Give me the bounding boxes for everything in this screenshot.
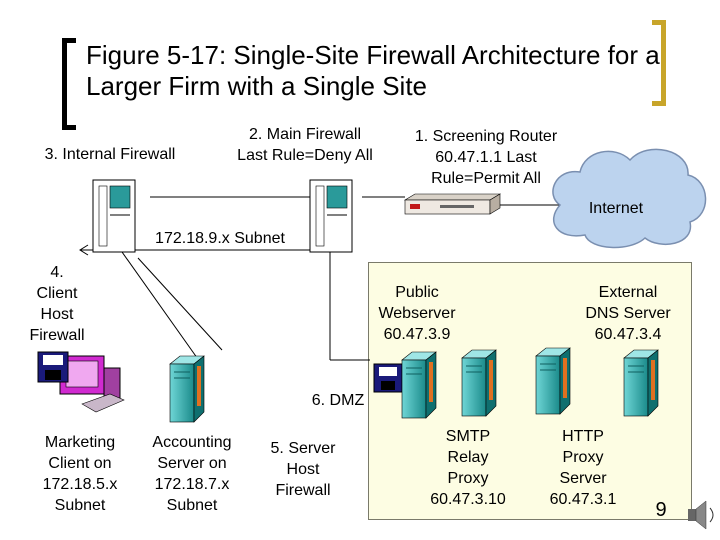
page-number: 9 bbox=[655, 499, 667, 521]
client-host-firewall-label: 4. Client Host Firewall bbox=[29, 264, 85, 344]
title-bracket-left bbox=[62, 38, 76, 130]
server-icon bbox=[535, 347, 571, 415]
main-firewall-label: 2. Main Firewall Last Rule=Deny All bbox=[237, 126, 373, 164]
floppy-disk-icon bbox=[373, 363, 403, 393]
internal-firewall-tower-icon bbox=[92, 179, 136, 253]
dmz-label: 6. DMZ bbox=[311, 392, 365, 409]
accounting-server-label: Accounting Server on 172.18.7.x Subnet bbox=[152, 434, 232, 514]
server-icon bbox=[461, 349, 497, 417]
screening-router-label: 1. Screening Router 60.47.1.1 Last Rule=… bbox=[414, 128, 558, 187]
server-icon bbox=[401, 351, 437, 419]
slide-title: Figure 5-17: Single-Site Firewall Archit… bbox=[86, 40, 660, 101]
public-webserver-label: Public Webserver 60.47.3.9 bbox=[378, 284, 456, 343]
http-proxy-label: HTTP Proxy Server 60.47.3.1 bbox=[549, 428, 617, 508]
workstation-icon bbox=[59, 355, 125, 413]
speaker-icon bbox=[688, 500, 714, 530]
floppy-disk-icon bbox=[37, 351, 69, 383]
internal-firewall-label: 3. Internal Firewall bbox=[44, 146, 176, 163]
main-firewall-tower-icon bbox=[309, 179, 353, 253]
internet-label: Internet bbox=[588, 200, 644, 217]
marketing-client-label: Marketing Client on 172.18.5.x Subnet bbox=[42, 434, 118, 514]
subnet-label: 172.18.9.x Subnet bbox=[155, 230, 285, 247]
server-icon bbox=[169, 355, 205, 423]
router-icon bbox=[403, 193, 502, 215]
server-icon bbox=[623, 349, 659, 417]
smtp-relay-label: SMTP Relay Proxy 60.47.3.10 bbox=[430, 428, 506, 508]
title-bracket-right bbox=[652, 20, 666, 106]
cloud-icon bbox=[552, 148, 707, 249]
external-dns-label: External DNS Server 60.47.3.4 bbox=[585, 284, 671, 343]
server-host-firewall-label: 5. Server Host Firewall bbox=[270, 440, 336, 499]
